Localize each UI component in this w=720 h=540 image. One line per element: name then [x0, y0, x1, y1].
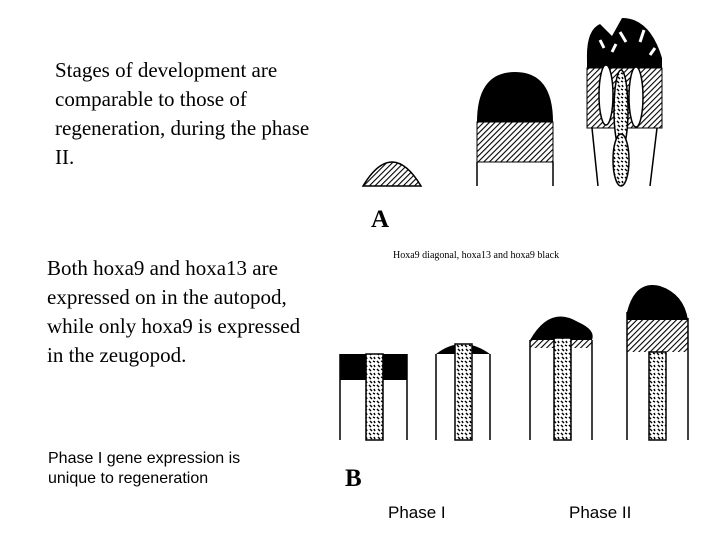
phase-two-label: Phase II [569, 503, 632, 522]
panel-b-stage-4 [626, 285, 689, 441]
panel-b-stage-3 [529, 316, 593, 441]
paragraph-development-stages: Stages of development are comparable to … [55, 58, 310, 169]
paragraph-hox-expression: Both hoxa9 and hoxa13 are expressed on i… [47, 256, 301, 367]
panel-a-stage-3 [586, 18, 663, 187]
figure-label-b: B [345, 465, 362, 492]
legend-caption: Hoxa9 diagonal, hoxa13 and hoxa9 black [393, 250, 560, 261]
figure-label-a: A [371, 206, 390, 233]
panel-a-stage-1 [361, 161, 423, 187]
panel-a-stage-2 [476, 72, 554, 186]
paragraph-phase-one: Phase I gene expression is unique to reg… [48, 450, 241, 487]
panel-b-stage-2 [435, 343, 491, 441]
panel-b-stage-1 [339, 353, 408, 441]
phase-one-label: Phase I [388, 503, 446, 522]
